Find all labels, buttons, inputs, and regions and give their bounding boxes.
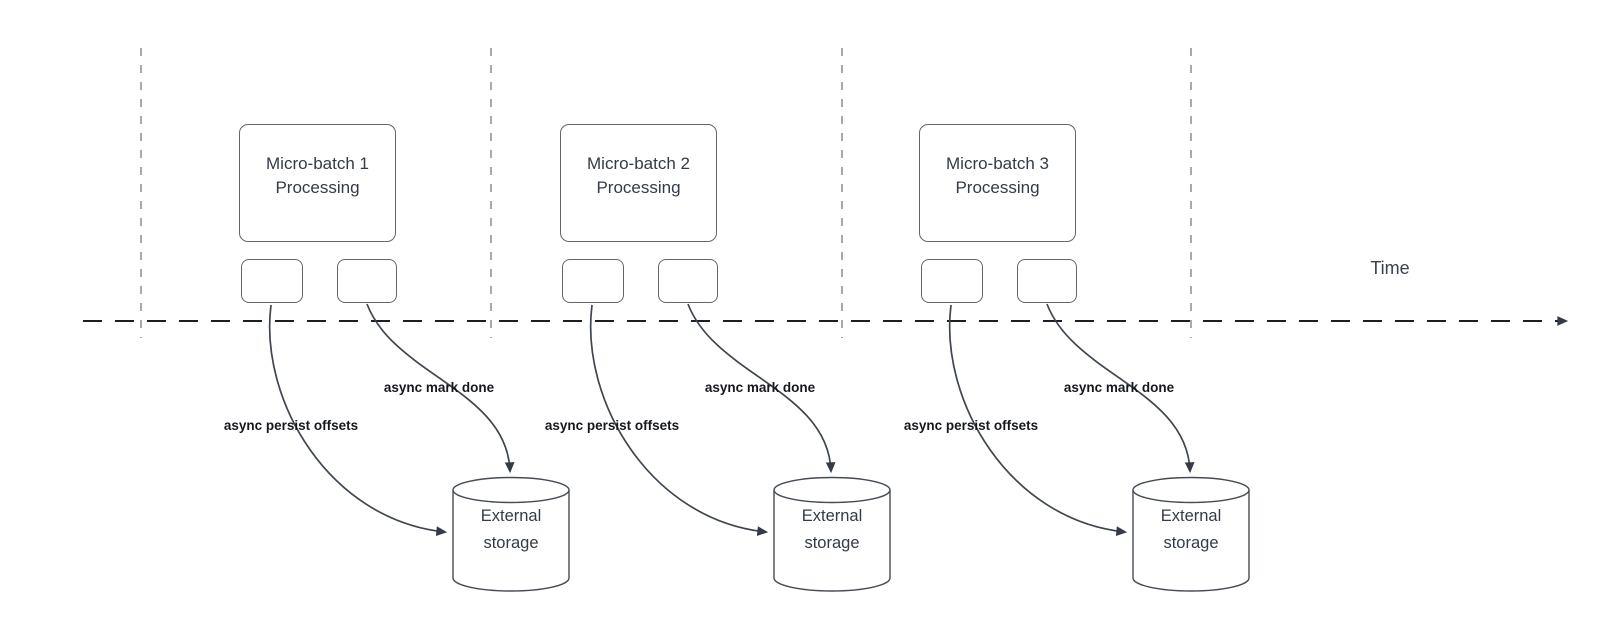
external-storage-cylinder-top-3 xyxy=(1132,476,1250,504)
mark-done-task-box-1 xyxy=(337,259,397,303)
persist-offsets-label-2: async persist offsets xyxy=(544,418,680,433)
external-storage-cylinder-1 xyxy=(452,490,570,592)
external-storage-label-2-line1: External xyxy=(801,507,863,525)
time-axis-label: Time xyxy=(1370,258,1410,278)
external-storage-label-2-line2: storage xyxy=(804,534,860,552)
external-storage-cylinder-top-2 xyxy=(773,476,891,504)
persist-offsets-arrow-1 xyxy=(268,304,448,536)
mark-done-task-box-3 xyxy=(1017,259,1077,303)
mark-done-label-1: async mark done xyxy=(383,380,495,395)
batch-1-linework xyxy=(268,303,570,592)
persist-offsets-arrow-2 xyxy=(589,304,769,536)
persist-offsets-task-box-1 xyxy=(241,259,303,303)
persist-offsets-label-3: async persist offsets xyxy=(903,418,1039,433)
batch-2-linework xyxy=(589,303,891,592)
mark-done-label-3: async mark done xyxy=(1063,380,1175,395)
micro-batch-2-title-line2: Processing xyxy=(596,178,681,197)
micro-batch-1-title-line1: Micro-batch 1 xyxy=(266,154,369,173)
mark-done-label-2: async mark done xyxy=(704,380,816,395)
persist-offsets-label-1: async persist offsets xyxy=(223,418,359,433)
external-storage-label-1-line2: storage xyxy=(483,534,539,552)
external-storage-cylinder-2 xyxy=(773,490,891,592)
batch-3-linework xyxy=(948,303,1250,592)
mark-done-arrow-3 xyxy=(1046,303,1195,474)
external-storage-label-1-line1: External xyxy=(480,507,542,525)
mark-done-task-box-2 xyxy=(658,259,718,303)
external-storage-label-3-line1: External xyxy=(1160,507,1222,525)
mark-done-arrow-2 xyxy=(687,303,836,474)
external-storage-label-2: External storage xyxy=(774,503,890,557)
external-storage-label-3-line2: storage xyxy=(1163,534,1219,552)
external-storage-label-1: External storage xyxy=(453,503,569,557)
external-storage-label-3: External storage xyxy=(1133,503,1249,557)
micro-batch-3-title-line1: Micro-batch 3 xyxy=(946,154,1049,173)
micro-batch-1-box: Micro-batch 1 Processing xyxy=(239,124,396,242)
persist-offsets-task-box-3 xyxy=(921,259,983,303)
micro-batch-2-title-line1: Micro-batch 2 xyxy=(587,154,690,173)
persist-offsets-arrow-3 xyxy=(948,304,1128,536)
mark-done-arrow-1 xyxy=(366,303,515,474)
micro-batch-2-box: Micro-batch 2 Processing xyxy=(560,124,717,242)
persist-offsets-task-box-2 xyxy=(562,259,624,303)
external-storage-cylinder-top-1 xyxy=(452,476,570,504)
external-storage-cylinder-3 xyxy=(1132,490,1250,592)
micro-batch-3-box: Micro-batch 3 Processing xyxy=(919,124,1076,242)
micro-batch-1-title-line2: Processing xyxy=(275,178,360,197)
micro-batch-3-title-line2: Processing xyxy=(955,178,1040,197)
